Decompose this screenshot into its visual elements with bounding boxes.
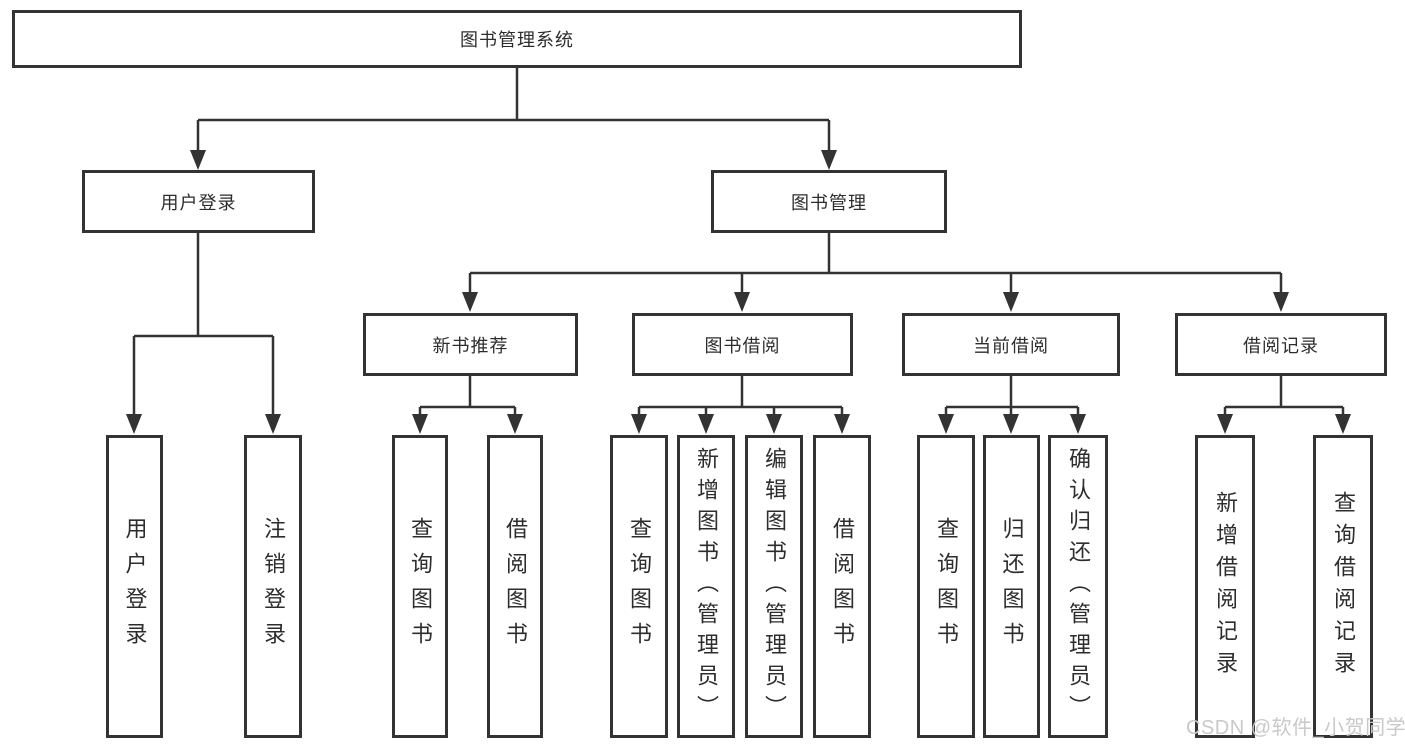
- connector-root-to-level2: [190, 68, 837, 170]
- node-label: 查询图书: [408, 516, 433, 657]
- node-library-management-system: 图书管理系统: [12, 10, 1022, 68]
- arrowhead-down-icon: [938, 414, 954, 434]
- node-book-management: 图书管理: [711, 170, 947, 233]
- node-label: 图书借阅: [704, 335, 781, 356]
- leaf-confirm-return-admin: 确认归还（管理员）: [1048, 435, 1108, 738]
- arrowhead-down-icon: [1335, 414, 1351, 434]
- node-label: 图书管理: [791, 192, 867, 213]
- arrowhead-down-icon: [265, 414, 281, 434]
- node-label: 新书推荐: [432, 335, 509, 356]
- leaf-return-books: 归还图书: [983, 435, 1040, 738]
- arrowhead-down-icon: [1003, 292, 1019, 312]
- node-new-book-recommendation: 新书推荐: [363, 313, 578, 376]
- connector-line: [418, 376, 517, 416]
- node-label: 用户登录: [122, 516, 148, 657]
- connector-line: [1223, 376, 1345, 416]
- arrowhead-down-icon: [126, 414, 142, 434]
- leaf-borrow-books-nbr: 借阅图书: [487, 435, 543, 738]
- node-label: 查询图书: [627, 516, 652, 657]
- node-label: 查询借阅记录: [1331, 490, 1356, 683]
- node-label: 注销登录: [261, 516, 286, 657]
- node-label: 新增借阅记录: [1213, 490, 1238, 683]
- connector-line: [944, 376, 1080, 416]
- arrowhead-down-icon: [734, 292, 750, 312]
- leaf-user-login: 用户登录: [106, 435, 163, 738]
- connector-current-borrowing-children: [938, 376, 1086, 434]
- connector-borrow-records-children: [1217, 376, 1351, 434]
- leaf-query-books-bb: 查询图书: [610, 435, 668, 738]
- node-label: 图书管理系统: [460, 30, 574, 50]
- node-label: 查询图书: [934, 516, 959, 657]
- connector-line: [468, 233, 1283, 294]
- arrowhead-down-icon: [507, 414, 523, 434]
- node-label: 借阅记录: [1243, 335, 1319, 356]
- arrowhead-down-icon: [834, 414, 850, 434]
- arrowhead-down-icon: [190, 150, 206, 170]
- connector-new-book-rec-children: [412, 376, 523, 434]
- node-user-login: 用户登录: [82, 170, 315, 233]
- csdn-watermark: CSDN @软件_小贺同学: [1186, 717, 1405, 739]
- connector-line: [637, 376, 844, 416]
- leaf-add-book-admin: 新增图书（管理员）: [677, 435, 735, 738]
- leaf-logout: 注销登录: [244, 435, 302, 738]
- arrowhead-down-icon: [631, 414, 647, 434]
- arrowhead-down-icon: [698, 414, 714, 434]
- connector-book-management-children: [462, 233, 1289, 312]
- leaf-query-books-cb: 查询图书: [917, 435, 975, 738]
- connector-line: [132, 233, 275, 416]
- node-label: 当前借阅: [973, 335, 1049, 356]
- node-borrowing-records: 借阅记录: [1175, 313, 1387, 376]
- connector-book-borrowing-children: [631, 376, 850, 434]
- node-book-borrowing: 图书借阅: [632, 313, 853, 376]
- leaf-borrow-books-bb: 借阅图书: [813, 435, 871, 738]
- node-label: 用户登录: [160, 192, 237, 213]
- connector-user-login-children: [126, 233, 281, 434]
- arrowhead-down-icon: [766, 414, 782, 434]
- arrowhead-down-icon: [1273, 292, 1289, 312]
- leaf-edit-book-admin: 编辑图书（管理员）: [745, 435, 803, 738]
- leaf-query-books-nbr: 查询图书: [392, 435, 448, 738]
- node-current-borrowing: 当前借阅: [902, 313, 1120, 376]
- arrowhead-down-icon: [821, 150, 837, 170]
- node-label: 确认归还（管理员）: [1066, 447, 1091, 726]
- arrowhead-down-icon: [412, 414, 428, 434]
- node-label: 编辑图书（管理员）: [762, 447, 787, 726]
- leaf-add-borrow-record: 新增借阅记录: [1195, 435, 1255, 738]
- arrowhead-down-icon: [1217, 414, 1233, 434]
- node-label: 借阅图书: [503, 516, 528, 657]
- arrowhead-down-icon: [1003, 414, 1019, 434]
- node-label: 归还图书: [999, 516, 1025, 657]
- leaf-query-borrow-record: 查询借阅记录: [1313, 435, 1373, 738]
- arrowhead-down-icon: [1070, 414, 1086, 434]
- connector-line: [196, 68, 831, 151]
- arrowhead-down-icon: [462, 292, 478, 312]
- node-label: 借阅图书: [830, 516, 855, 657]
- node-label: 新增图书（管理员）: [694, 447, 719, 726]
